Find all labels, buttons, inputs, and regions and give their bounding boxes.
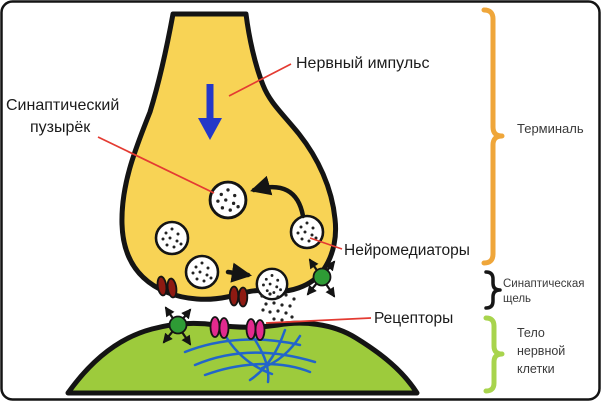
synaptic-vesicle — [289, 214, 325, 250]
label-synaptic-vesicle-line1: Синаптический — [6, 97, 119, 114]
neurotransmitter-molecule — [168, 315, 188, 335]
nerve-impulse-arrow — [198, 84, 222, 140]
label-synaptic-cleft-line1: Синаптическая — [503, 278, 584, 290]
label-neurotransmitters: Нейромедиаторы — [344, 242, 470, 259]
synaptic-vesicle — [154, 220, 190, 256]
label-receptors: Рецепторы — [374, 310, 453, 327]
vesicle-flow-arrow — [250, 175, 306, 219]
label-synaptic-vesicle-line2: пузырёк — [30, 119, 91, 136]
vesicle-fusion-arrow — [225, 262, 253, 283]
receptor-proteins — [209, 316, 266, 341]
terminal-brace — [481, 7, 505, 266]
label-cell-body-line1: Тело — [517, 326, 545, 340]
cleft-neurotransmitter-dots — [260, 292, 296, 322]
label-nerve-impulse: Нервный импульс — [296, 55, 430, 72]
label-cell-body-line2: нервной — [517, 344, 565, 358]
presynaptic-channels — [156, 275, 249, 308]
synaptic-vesicle — [184, 254, 220, 290]
cell-body-brace — [483, 315, 505, 394]
annotation-lines — [97, 63, 372, 324]
label-terminal: Терминаль — [517, 121, 584, 136]
label-synaptic-cleft-line2: щель — [503, 293, 531, 305]
neurotransmitter-molecule — [312, 267, 332, 287]
synaptic-cleft-brace — [484, 270, 502, 310]
label-cell-body-line3: клетки — [517, 362, 555, 376]
synaptic-vesicle — [208, 180, 248, 220]
